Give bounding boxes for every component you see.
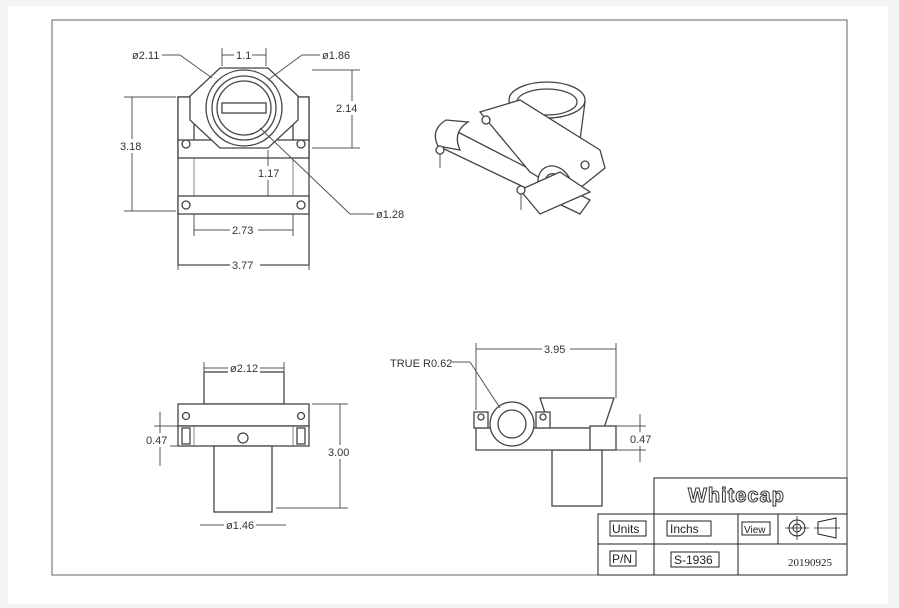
dim-side-length: 3.95 xyxy=(544,344,565,356)
title-block-brand: Whitecap xyxy=(688,485,785,507)
side-lower-tube xyxy=(551,449,603,507)
dim-side-radius: TRUE R0.62 xyxy=(390,358,452,370)
title-block-units-label: Units xyxy=(612,522,639,536)
iso-frame xyxy=(478,99,606,197)
front-cup xyxy=(203,371,285,405)
dim-text-bg xyxy=(144,433,170,447)
title-block-units-value: Inchs xyxy=(670,522,699,536)
dim-top-d-right: ø1.86 xyxy=(322,50,350,62)
dim-text-bg xyxy=(542,342,570,356)
dim-leader xyxy=(259,127,351,215)
side-cup xyxy=(539,397,615,429)
dim-text-bg xyxy=(228,361,260,375)
screw-icon xyxy=(181,139,191,149)
top-view-lower-clamp xyxy=(177,195,310,215)
screw-icon xyxy=(580,160,590,170)
screw-icon xyxy=(516,185,526,195)
drawing-border xyxy=(51,19,848,576)
pn-value-box xyxy=(670,551,720,568)
title-block-view-label: View xyxy=(744,525,766,536)
dim-side-h-flange: 0.47 xyxy=(630,434,651,446)
side-view: TRUE R0.62 3.95 0.47 xyxy=(390,342,656,507)
dim-front-h-total: 3.00 xyxy=(328,447,349,459)
screw-icon xyxy=(481,115,491,125)
screw-icon xyxy=(237,432,249,444)
title-block-pn-label: P/N xyxy=(612,552,632,566)
dim-text-bg xyxy=(628,432,656,446)
view-label-box xyxy=(741,521,771,536)
iso-rail-end xyxy=(434,119,470,151)
screw-icon xyxy=(296,200,306,210)
front-lower-tube xyxy=(213,445,273,513)
units-label-box xyxy=(609,520,647,537)
dim-text-bg xyxy=(334,101,362,115)
front-view: ø2.12 0.47 3.00 ø1.46 xyxy=(144,361,354,532)
dim-top-h-center: 1.17 xyxy=(258,168,279,180)
units-value-box xyxy=(666,520,712,537)
paper xyxy=(8,6,888,604)
screw-icon xyxy=(539,413,547,421)
screw-icon xyxy=(296,411,306,421)
top-view: ø2.11 1.1 ø1.86 2.14 3.18 1.17 2.73 xyxy=(118,48,404,272)
top-view-screws xyxy=(181,139,306,210)
front-flange xyxy=(177,403,310,427)
title-block-date: 20190925 xyxy=(788,557,833,569)
screw-icon xyxy=(477,413,485,421)
title-block-pn-row xyxy=(597,543,848,576)
dim-front-d-top: ø2.12 xyxy=(230,363,258,375)
iso-clamp-base xyxy=(518,171,592,215)
dim-leader xyxy=(179,54,213,79)
side-flange xyxy=(589,425,617,451)
dim-leader xyxy=(267,54,303,81)
dim-top-d-left: ø2.11 xyxy=(132,50,159,62)
top-view-slot xyxy=(221,102,267,114)
isometric-view xyxy=(434,81,606,215)
dim-text-bg xyxy=(230,223,258,237)
projection-symbol-icon xyxy=(785,516,840,540)
dim-front-d-bottom: ø1.46 xyxy=(226,520,254,532)
front-screw-side xyxy=(296,427,306,445)
dim-text-bg xyxy=(118,139,146,153)
side-clamp-bore xyxy=(497,409,527,439)
screw-icon xyxy=(181,200,191,210)
dim-leader xyxy=(469,361,501,409)
dim-text-bg xyxy=(224,518,256,532)
dim-text-bg xyxy=(234,48,252,61)
dim-text-bg xyxy=(326,445,354,459)
title-block: Whitecap Units Inchs View P/N S-1936 201… xyxy=(597,477,848,576)
dim-top-w-total: 3.77 xyxy=(232,260,253,272)
dim-top-w-inner: 2.73 xyxy=(232,225,253,237)
dim-text-bg xyxy=(230,258,260,272)
dim-top-h-left: 3.18 xyxy=(120,141,141,153)
screw-icon xyxy=(181,411,191,421)
title-block-pn-value: S-1936 xyxy=(674,553,713,567)
dim-text-bg xyxy=(256,166,280,180)
screw-icon xyxy=(296,139,306,149)
pn-label-box xyxy=(609,550,637,567)
front-screw-side xyxy=(181,427,191,445)
dim-top-h-right: 2.14 xyxy=(336,103,357,115)
dim-top-w-small: 1.1 xyxy=(236,50,251,62)
dim-top-d-bore: ø1.28 xyxy=(376,209,404,221)
screw-icon xyxy=(435,145,445,155)
dim-front-h-flange: 0.47 xyxy=(146,435,167,447)
